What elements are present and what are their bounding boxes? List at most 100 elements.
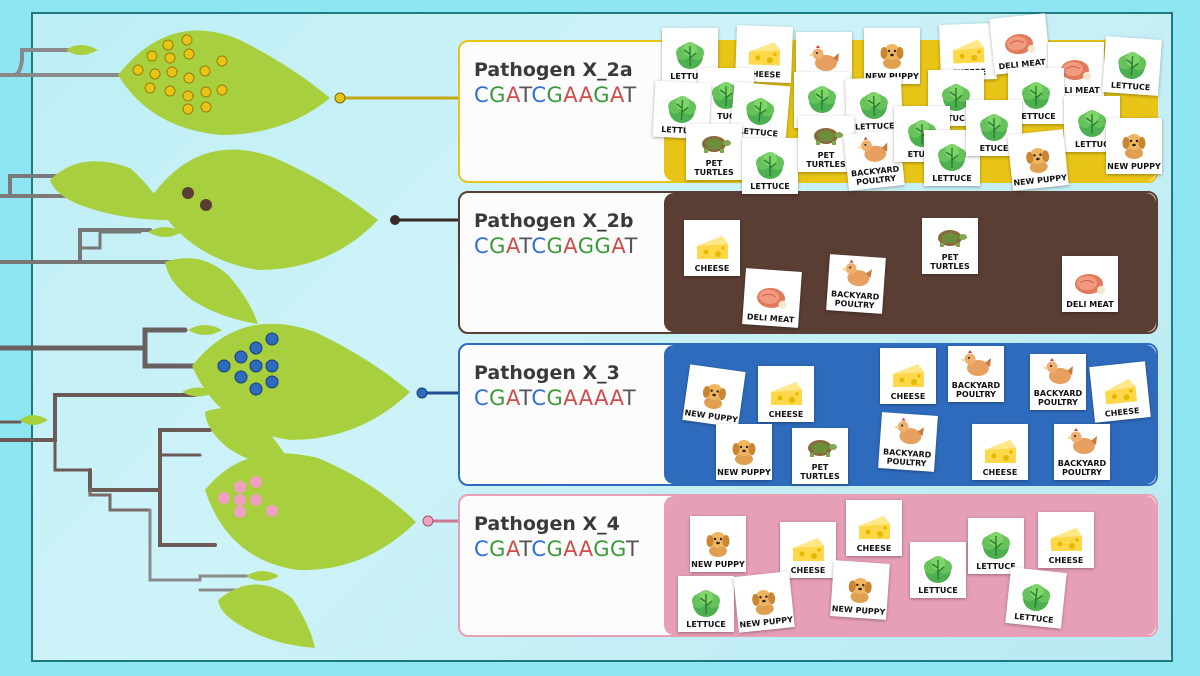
card-label: LETTUCE	[1013, 611, 1054, 625]
card-label: LETTUCE	[750, 182, 790, 191]
exposure-card-cheese: CHEESE	[684, 220, 740, 276]
lettuce-icon	[920, 554, 956, 584]
branch	[88, 488, 152, 512]
card-label: CHEESE	[890, 392, 926, 401]
cheese-icon	[949, 35, 986, 66]
leaf	[165, 258, 258, 324]
chicken-icon	[838, 258, 876, 290]
pathogen-name: Pathogen X_2a	[474, 59, 633, 81]
exposure-card-lettuce: LETTUCE	[742, 138, 798, 194]
lettuce-icon	[672, 40, 708, 70]
ham-icon	[1000, 26, 1039, 60]
cheese-icon	[1048, 524, 1084, 554]
dots-x4	[218, 476, 278, 518]
exposure-card-poultry: BACKYARD POULTRY	[1054, 424, 1110, 480]
leaf	[50, 161, 170, 220]
puppy-icon	[1116, 130, 1152, 160]
dots-x3	[217, 332, 279, 396]
turtle-icon	[802, 431, 838, 461]
chicken-icon	[890, 416, 928, 448]
exposure-card-lettuce: LETTUCE	[1102, 36, 1162, 96]
exposure-card-lettuce: LETTUCE	[910, 542, 966, 598]
branch	[148, 508, 252, 582]
chicken-icon	[1064, 427, 1100, 457]
node-x3	[416, 387, 428, 399]
pathogen-name: Pathogen X_3	[474, 362, 620, 384]
card-label: CHEESE	[790, 566, 826, 575]
card-label: NEW PUPPY	[691, 560, 745, 569]
cheese-icon	[746, 37, 783, 68]
card-label: LETTUCE	[976, 562, 1016, 571]
dots-x2b	[182, 187, 212, 211]
branch	[0, 48, 72, 77]
puppy-icon	[694, 378, 734, 413]
turtle-icon	[808, 119, 844, 149]
branch	[0, 174, 62, 198]
card-label: PET TURTLES	[800, 463, 840, 481]
small-leaf	[66, 45, 98, 55]
card-label: NEW PUPPY	[831, 604, 886, 617]
card-label: LETTUCE	[686, 620, 726, 629]
exposure-card-puppy: NEW PUPPY	[864, 28, 920, 84]
cheese-icon	[768, 378, 804, 408]
card-label: NEW PUPPY	[717, 468, 771, 477]
exposure-card-poultry: BACKYARD POULTRY	[1030, 354, 1086, 410]
card-label: BACKYARD POULTRY	[882, 447, 932, 469]
card-label: BACKYARD POULTRY	[1057, 459, 1107, 477]
card-label: LETTUC	[1074, 140, 1110, 149]
card-label: TUC	[717, 112, 735, 121]
exposure-card-puppy: NEW PUPPY	[733, 571, 795, 633]
lettuce-icon	[855, 89, 892, 120]
exposure-card-deli: DELI MEAT	[1062, 256, 1118, 312]
chicken-icon	[806, 44, 842, 74]
ham-icon	[753, 281, 791, 313]
chicken-icon	[853, 133, 892, 167]
exposure-card-turtles: PET TURTLES	[792, 428, 848, 484]
card-label: CHEESE	[1048, 556, 1084, 565]
node-x4	[422, 515, 434, 527]
card-label: LETTUCE	[1110, 80, 1151, 93]
chicken-icon	[1040, 357, 1076, 387]
cheese-icon	[890, 360, 926, 390]
exposure-card-puppy: NEW PUPPY	[1106, 118, 1162, 174]
lettuce-icon	[978, 530, 1014, 560]
exposure-card-turtles: PET TURTLES	[686, 124, 742, 180]
branch	[88, 428, 212, 492]
cheese-icon	[790, 534, 826, 564]
exposure-card-cheese: CHEESE	[758, 366, 814, 422]
lettuce-icon	[1018, 80, 1054, 110]
branch	[78, 230, 142, 250]
puppy-icon	[744, 584, 783, 618]
small-leaf	[148, 227, 182, 237]
exposure-card-lettuce: LETTUCE	[968, 518, 1024, 574]
branch	[53, 438, 92, 472]
lettuce-icon	[1017, 580, 1056, 614]
big-leaf-x3	[192, 323, 410, 440]
card-label: DELI MEAT	[746, 312, 795, 325]
exposure-card-deli: DELI MEAT	[989, 13, 1051, 75]
card-label: CHEESE	[856, 544, 892, 553]
puppy-icon	[841, 573, 879, 605]
card-label: ETUCE	[907, 150, 937, 159]
lettuce-icon	[741, 94, 779, 127]
puppy-icon	[726, 436, 762, 466]
chicken-icon	[958, 349, 994, 379]
card-label: CHEESE	[768, 410, 804, 419]
exposure-card-puppy: NEW PUPPY	[690, 516, 746, 572]
small-leaf	[20, 415, 48, 425]
lettuce-icon	[663, 93, 701, 125]
card-label: LETTUCE	[1016, 112, 1056, 121]
exposure-card-lettuce: LETTUCE	[678, 576, 734, 632]
lettuce-icon	[934, 142, 970, 172]
lettuce-icon	[752, 150, 788, 180]
cheese-icon	[982, 436, 1018, 466]
card-label: NEW PUPPY	[865, 72, 919, 81]
branch	[0, 327, 188, 351]
card-label: DELI MEAT	[1052, 86, 1100, 95]
card-label: PET TURTLES	[930, 253, 970, 271]
